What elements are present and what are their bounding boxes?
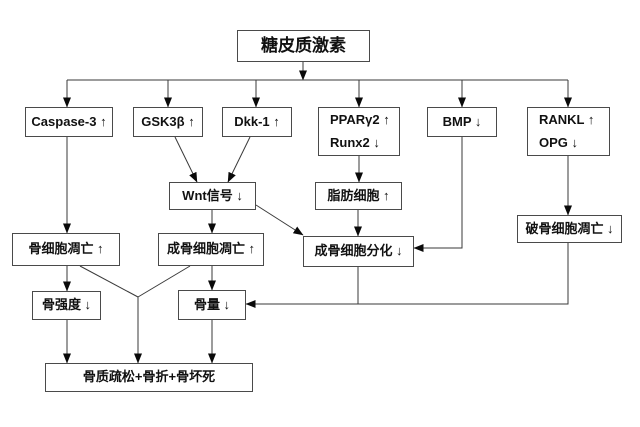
node-osteoblast-apoptosis: 成骨细胞凋亡 ↑ [158, 233, 264, 266]
node-outcome: 骨质疏松+骨折+骨坏死 [45, 363, 253, 392]
node-adipocyte-label: 脂肪细胞 ↑ [327, 187, 390, 203]
node-gsk3b: GSK3β ↑ [133, 107, 203, 137]
node-osteocyte-apoptosis-label: 骨细胞凋亡 ↑ [28, 241, 104, 257]
node-osteoclast-apoptosis: 破骨细胞凋亡 ↓ [517, 215, 622, 243]
edge-wnt-to-osteoblast-differentiation [255, 204, 304, 236]
edge-osteoclast-apoptosis-to-bone-mass [245, 243, 569, 308]
node-dkk1-label: Dkk-1 ↑ [234, 113, 280, 129]
node-bmp: BMP ↓ [427, 107, 497, 137]
edge-dkk1-to-wnt [227, 136, 251, 183]
node-glucocorticoid-title-label: 糖皮质激素 [261, 36, 346, 56]
edge-osteocyte-apoptosis-to-junction [79, 265, 139, 298]
node-osteocyte-apoptosis: 骨细胞凋亡 ↑ [12, 233, 120, 266]
node-bone-mass-label: 骨量 ↓ [193, 296, 231, 312]
node-dkk1: Dkk-1 ↑ [222, 107, 292, 137]
node-wnt-signal-label: Wnt信号 ↓ [182, 187, 243, 203]
node-ppar-runx2: PPARγ2 ↑ Runx2 ↓ [318, 107, 400, 156]
node-bone-strength: 骨强度 ↓ [32, 291, 101, 320]
node-osteoblast-differentiation-label: 成骨细胞分化 ↓ [314, 243, 403, 259]
node-osteoblast-apoptosis-label: 成骨细胞凋亡 ↑ [166, 241, 256, 257]
node-glucocorticoid-title: 糖皮质激素 [237, 30, 370, 62]
edge-osteoblast-apoptosis-to-junction [137, 265, 191, 298]
node-bmp-label: BMP ↓ [442, 113, 482, 129]
node-rankl-opg: RANKL ↑ OPG ↓ [527, 107, 610, 156]
node-caspase3-label: Caspase-3 ↑ [31, 113, 107, 129]
edge-bmp-to-osteoblast-differentiation [413, 137, 463, 252]
node-gsk3b-label: GSK3β ↑ [141, 113, 195, 129]
edge-gsk3b-to-wnt [174, 136, 198, 183]
node-adipocyte: 脂肪细胞 ↑ [315, 182, 402, 210]
node-rankl-opg-label: RANKL ↑ OPG ↓ [539, 112, 595, 150]
node-caspase3: Caspase-3 ↑ [25, 107, 113, 137]
node-osteoclast-apoptosis-label: 破骨细胞凋亡 ↓ [525, 220, 614, 236]
node-outcome-label: 骨质疏松+骨折+骨坏死 [82, 369, 216, 385]
node-wnt-signal: Wnt信号 ↓ [169, 182, 256, 210]
node-osteoblast-differentiation: 成骨细胞分化 ↓ [303, 236, 414, 267]
node-bone-strength-label: 骨强度 ↓ [41, 297, 92, 313]
node-ppar-runx2-label: PPARγ2 ↑ Runx2 ↓ [330, 112, 390, 150]
node-bone-mass: 骨量 ↓ [178, 290, 246, 320]
